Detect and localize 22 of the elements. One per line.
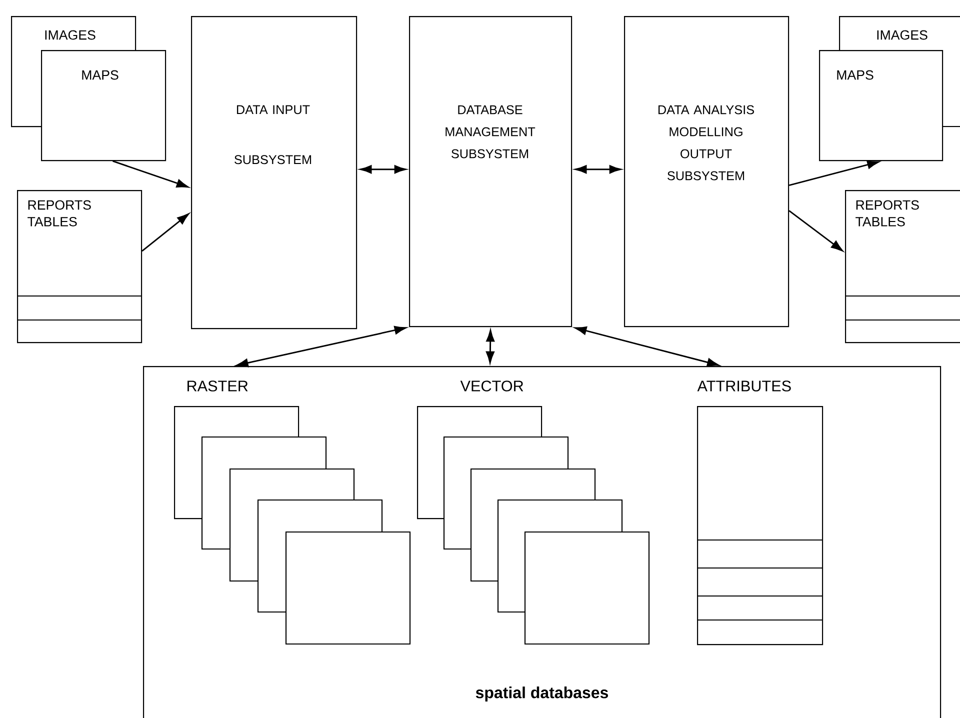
arrow <box>236 326 406 368</box>
arrow <box>574 326 719 367</box>
sheet-box: MAPS <box>819 50 944 162</box>
process-box: DATABASE MANAGEMENT SUBSYSTEM <box>409 16 572 328</box>
process-box: DATA ANALYSIS MODELLING OUTPUT SUBSYSTEM <box>624 16 790 328</box>
node-label: RASTER <box>188 380 248 392</box>
arrow <box>788 160 880 186</box>
table-box: REPORTS TABLES <box>845 190 960 344</box>
node-label: VECTOR <box>460 380 524 392</box>
arrow <box>486 330 495 364</box>
arrow <box>112 160 188 188</box>
arrow <box>788 210 843 252</box>
sheet-stack: RASTER <box>174 380 411 645</box>
table-box: ATTRIBUTES <box>697 380 824 646</box>
table-box: REPORTS TABLES <box>17 190 142 344</box>
sheet-box: MAPS <box>41 50 166 162</box>
process-box: DATA INPUT SUBSYSTEM <box>191 16 358 330</box>
sheet-stack: VECTOR <box>417 380 650 645</box>
arrow <box>360 165 406 174</box>
node-label: ATTRIBUTES <box>697 380 791 392</box>
arrow <box>142 213 189 252</box>
arrow <box>574 165 622 174</box>
